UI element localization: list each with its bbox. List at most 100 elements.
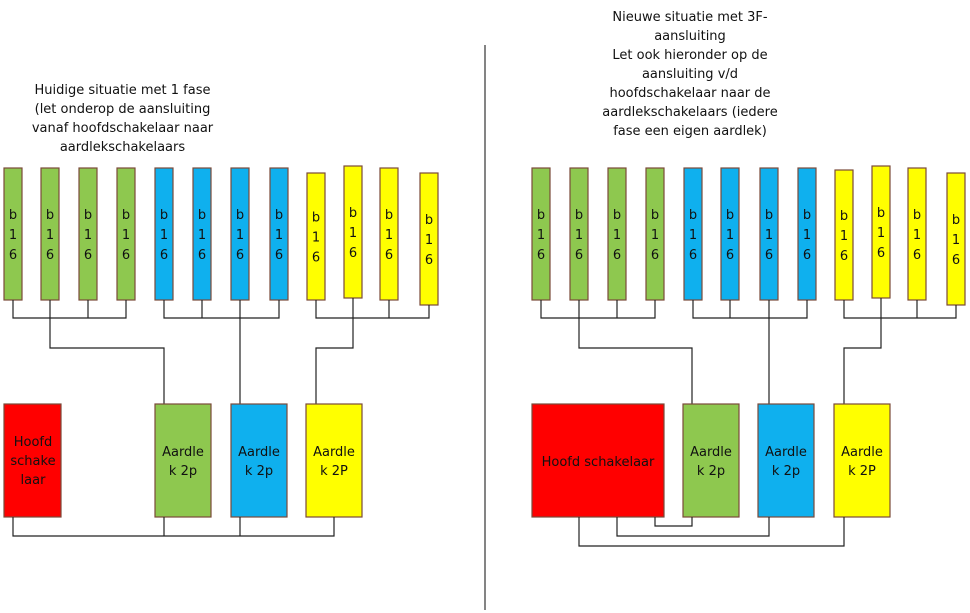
breaker-label: 1 xyxy=(689,228,697,243)
breaker-label: 1 xyxy=(236,228,244,243)
breaker-label: 6 xyxy=(726,248,734,263)
wire-feed-yellow xyxy=(315,318,354,404)
wire-phase-yellow xyxy=(578,517,845,547)
wire-group-yellow xyxy=(843,300,957,319)
main-switch-right xyxy=(531,403,665,518)
rcd-green xyxy=(682,403,740,518)
main-switch-label: schake xyxy=(10,454,55,469)
main-switch-left xyxy=(3,403,62,518)
breaker-label: 1 xyxy=(84,228,92,243)
rcd-yellow xyxy=(833,403,891,518)
wire-phase-blue xyxy=(616,517,770,537)
breaker-label: b xyxy=(84,208,92,223)
breaker-label: 6 xyxy=(275,248,283,263)
breaker-label: 6 xyxy=(198,248,206,263)
breaker-label: 1 xyxy=(575,228,583,243)
breaker-label: b xyxy=(198,208,206,223)
breaker-label: b xyxy=(765,208,773,223)
wire-bottom-bus xyxy=(12,517,335,537)
breaker-label: 1 xyxy=(765,228,773,243)
breaker-label: 6 xyxy=(765,248,773,263)
breaker-label: b xyxy=(613,208,621,223)
breaker-label: 6 xyxy=(385,248,393,263)
breaker-label: b xyxy=(726,208,734,223)
breaker-label: 6 xyxy=(952,253,960,268)
breaker-label: 6 xyxy=(9,248,17,263)
rcd-label: k 2p xyxy=(697,464,725,479)
breaker-label: 6 xyxy=(651,248,659,263)
main-switch-label: Hoofd schakelaar xyxy=(542,455,655,470)
breaker-label: b xyxy=(877,206,885,221)
breaker-label: 6 xyxy=(537,248,545,263)
wire-feed-green xyxy=(578,318,693,404)
breaker-label: b xyxy=(349,206,357,221)
breaker-label: 6 xyxy=(840,249,848,264)
breaker-label: 1 xyxy=(537,228,545,243)
breaker-label: 6 xyxy=(877,246,885,261)
breaker-label: b xyxy=(275,208,283,223)
breaker-label: 1 xyxy=(198,228,206,243)
breaker-label: 1 xyxy=(726,228,734,243)
breaker-label: b xyxy=(312,211,320,226)
breaker-label: 1 xyxy=(913,228,921,243)
rcd-label: Aardle xyxy=(690,445,732,460)
right-caption: Nieuwe situatie met 3F- aansluiting Let … xyxy=(602,10,778,139)
rcd-label: k 2p xyxy=(245,464,273,479)
breaker-label: b xyxy=(651,208,659,223)
breaker-label: b xyxy=(575,208,583,223)
breaker-label: 1 xyxy=(385,228,393,243)
breaker-label: b xyxy=(160,208,168,223)
breaker-label: 6 xyxy=(349,246,357,261)
main-switch-label: laar xyxy=(21,473,47,488)
breaker-label: b xyxy=(46,208,54,223)
wire-group-green xyxy=(540,300,656,319)
rcd-blue xyxy=(230,403,288,518)
breaker-label: 1 xyxy=(122,228,130,243)
wire-phase-green xyxy=(654,517,693,527)
breaker-label: b xyxy=(537,208,545,223)
wire-feed-yellow xyxy=(843,318,882,404)
rcd-label: Aardle xyxy=(238,445,280,460)
breaker-label: b xyxy=(952,213,960,228)
breaker-label: 6 xyxy=(46,248,54,263)
breaker-label: 1 xyxy=(952,233,960,248)
rcd-label: k 2p xyxy=(772,464,800,479)
breaker-label: 6 xyxy=(122,248,130,263)
wire-group-yellow xyxy=(315,300,430,319)
breaker-label: b xyxy=(913,208,921,223)
wire-group-blue xyxy=(163,300,280,319)
breaker-label: 6 xyxy=(160,248,168,263)
breaker-label: 1 xyxy=(840,229,848,244)
rcd-label: Aardle xyxy=(841,445,883,460)
breaker-label: b xyxy=(803,208,811,223)
breaker-label: b xyxy=(9,208,17,223)
left-caption: Huidige situatie met 1 fase (let onderop… xyxy=(31,83,214,155)
rcd-label: Aardle xyxy=(313,445,355,460)
wire-group-green xyxy=(12,300,127,319)
breaker-label: 1 xyxy=(9,228,17,243)
breaker-label: 1 xyxy=(160,228,168,243)
wire-group-blue xyxy=(692,300,808,319)
breaker-label: b xyxy=(425,213,433,228)
rcd-yellow xyxy=(305,403,363,518)
breaker-label: 1 xyxy=(349,226,357,241)
breaker-label: 1 xyxy=(46,228,54,243)
breaker-label: 1 xyxy=(803,228,811,243)
breaker-label: 6 xyxy=(689,248,697,263)
breaker-label: b xyxy=(236,208,244,223)
breaker-label: 1 xyxy=(613,228,621,243)
breaker-label: 6 xyxy=(312,251,320,266)
rcd-label: k 2P xyxy=(848,464,876,479)
breaker-label: 1 xyxy=(312,231,320,246)
rcd-blue xyxy=(757,403,815,518)
breaker-label: 6 xyxy=(803,248,811,263)
breaker-label: 1 xyxy=(877,226,885,241)
breaker-label: 1 xyxy=(425,233,433,248)
breaker-label: 6 xyxy=(236,248,244,263)
breaker-label: 6 xyxy=(84,248,92,263)
breaker-label: 6 xyxy=(613,248,621,263)
breaker-label: 6 xyxy=(575,248,583,263)
breaker-label: 1 xyxy=(651,228,659,243)
wire-feed-green xyxy=(49,318,165,404)
